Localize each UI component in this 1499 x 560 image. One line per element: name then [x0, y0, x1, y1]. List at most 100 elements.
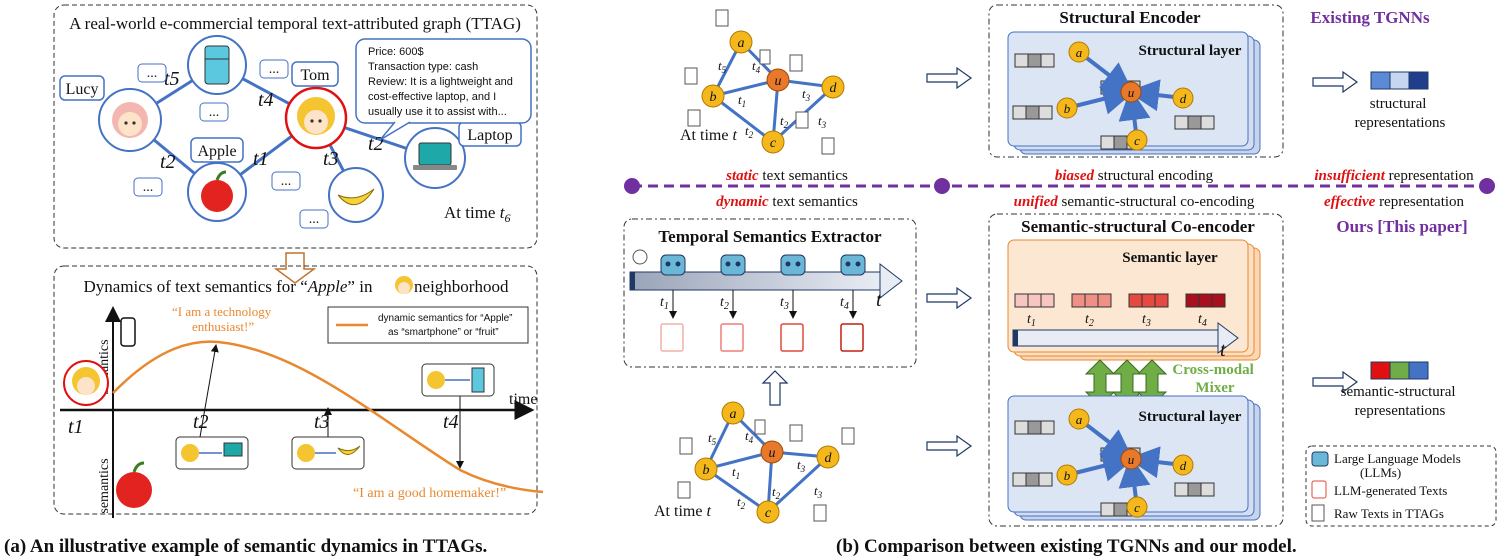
robot-icon	[840, 254, 866, 276]
sem-timeline-start	[1013, 330, 1018, 346]
top-doc-icons	[684, 9, 835, 155]
fridge-dots-right-text: ...	[269, 62, 280, 77]
bottom-at-time: At time t	[654, 503, 711, 520]
struct-vector-cell	[1200, 482, 1215, 497]
tom-mini-avatar-icon	[395, 276, 413, 294]
struct-vector-cell	[1027, 420, 1042, 435]
bottom-edge-t3b: t3	[814, 483, 823, 500]
llm-robot-icon	[1311, 451, 1329, 467]
sem-timeline-head	[1217, 322, 1239, 354]
struct-node-label: a	[1076, 45, 1083, 60]
banana-dots	[299, 209, 329, 229]
dynamic-text-semantics: dynamic text semantics	[716, 194, 858, 210]
review-tooltip	[355, 38, 532, 124]
apple-fruit-icon	[201, 170, 233, 212]
bottom-edge-t4: t4	[745, 428, 754, 445]
icon-legend-box	[1305, 445, 1497, 527]
tom-axis-avatar-face	[77, 377, 95, 395]
robot-icon	[660, 254, 686, 276]
tse-t1: t1	[660, 295, 669, 312]
effective-representation: effective representation	[1324, 194, 1465, 210]
struct-node-label: c	[1134, 133, 1140, 148]
tse-box	[623, 218, 917, 368]
llm-text-icons	[660, 323, 864, 352]
tom-banana-box	[291, 436, 365, 470]
tick-t4: t4	[443, 411, 459, 433]
top-node-c: c	[770, 136, 777, 151]
edge-label-t2b: t2	[368, 133, 384, 155]
struct-vector-cell	[1100, 135, 1115, 150]
banana-node	[328, 167, 384, 223]
tse-t4: t4	[840, 295, 849, 312]
structural-encoder-title: Structural Encoder	[1059, 8, 1201, 27]
lucy-avatar-icon	[112, 102, 148, 138]
fridge-dots-bottom-text: ...	[209, 105, 220, 120]
struct-vector-cell	[1014, 420, 1029, 435]
fridge-icon	[204, 45, 230, 85]
struct-node	[1056, 464, 1078, 486]
struct-out-arrow-icon	[1312, 70, 1359, 94]
struct-node	[1056, 97, 1078, 119]
struct-node-label: b	[1064, 468, 1071, 483]
sem-t2: t2	[1085, 312, 1094, 329]
struct-node	[1126, 496, 1148, 518]
edge-label-t1: t1	[253, 148, 269, 170]
brain-icon	[632, 249, 648, 265]
struct-vector-cell	[1174, 482, 1189, 497]
semantics-curve	[112, 340, 544, 494]
x-label: time	[509, 391, 537, 408]
bottom-edge-t2b: t2	[737, 494, 746, 511]
fridge-dots-bottom	[199, 102, 229, 122]
unified-co-encoding: unified semantic-structural co-encoding	[1014, 194, 1255, 210]
smartphone-icon	[120, 317, 136, 347]
ss-representations-label: semantic-structural representations	[1341, 384, 1460, 419]
caption-b: (b) Comparison between existing TGNNs an…	[836, 536, 1297, 557]
sem-vector-t4	[1185, 293, 1226, 308]
banana-icon	[337, 188, 375, 205]
tse-t2: t2	[720, 295, 729, 312]
struct-vector-cell	[1025, 472, 1040, 487]
ttag-box	[53, 4, 538, 249]
llm-text-icon	[660, 323, 684, 352]
tse-timeline-head	[879, 262, 903, 300]
struct-node-u-label: u	[1128, 85, 1135, 100]
dynamics-box	[53, 265, 538, 515]
insufficient-representation: insufficient representation	[1314, 168, 1474, 184]
apple-dots-right	[271, 171, 301, 191]
tick-t2: t2	[193, 411, 209, 433]
struct-vector-cell	[1100, 80, 1115, 95]
quote-homemaker: “I am a good homemaker!”	[353, 486, 506, 501]
co-encoder-box	[988, 213, 1284, 527]
tom-avatar-icon	[297, 97, 335, 135]
struct-vector-cell	[1038, 105, 1053, 120]
struct-vector-cell	[1100, 502, 1115, 517]
sem-vector-t2	[1071, 293, 1112, 308]
legend-text: dynamic semantics for “Apple” as “smartp…	[378, 313, 515, 338]
struct-vector-cell	[1012, 472, 1027, 487]
structural-representations-label: structural representations	[1355, 96, 1446, 131]
sem-t4: t4	[1198, 312, 1207, 329]
tooltip-tail	[379, 121, 411, 141]
sem-vector-t1	[1014, 293, 1055, 308]
lucy-label-box	[59, 75, 105, 101]
llm-text-icon	[780, 323, 804, 352]
top-at-time: At time t	[680, 127, 737, 144]
semantic-vectors	[1014, 293, 1226, 308]
mid-arrow-icon	[926, 286, 973, 310]
struct-node-u-label: u	[1128, 452, 1135, 467]
sem-vector-t3	[1128, 293, 1169, 308]
top-edge-t5: t5	[718, 58, 727, 75]
up-arrow-icon	[761, 370, 789, 406]
tse-title: Temporal Semantics Extractor	[658, 227, 882, 246]
ss-out-arrow-icon	[1312, 370, 1359, 394]
struct-node-label: c	[1134, 500, 1140, 515]
top-node-d: d	[830, 81, 838, 96]
tse-t: t	[876, 289, 882, 311]
struct-vector-cell	[1038, 472, 1053, 487]
bottom-node-c: c	[765, 506, 772, 521]
fridge-dots-left-text: ...	[147, 66, 158, 81]
struct-vector-cell	[1012, 105, 1027, 120]
sem-layer-front	[1007, 239, 1249, 353]
